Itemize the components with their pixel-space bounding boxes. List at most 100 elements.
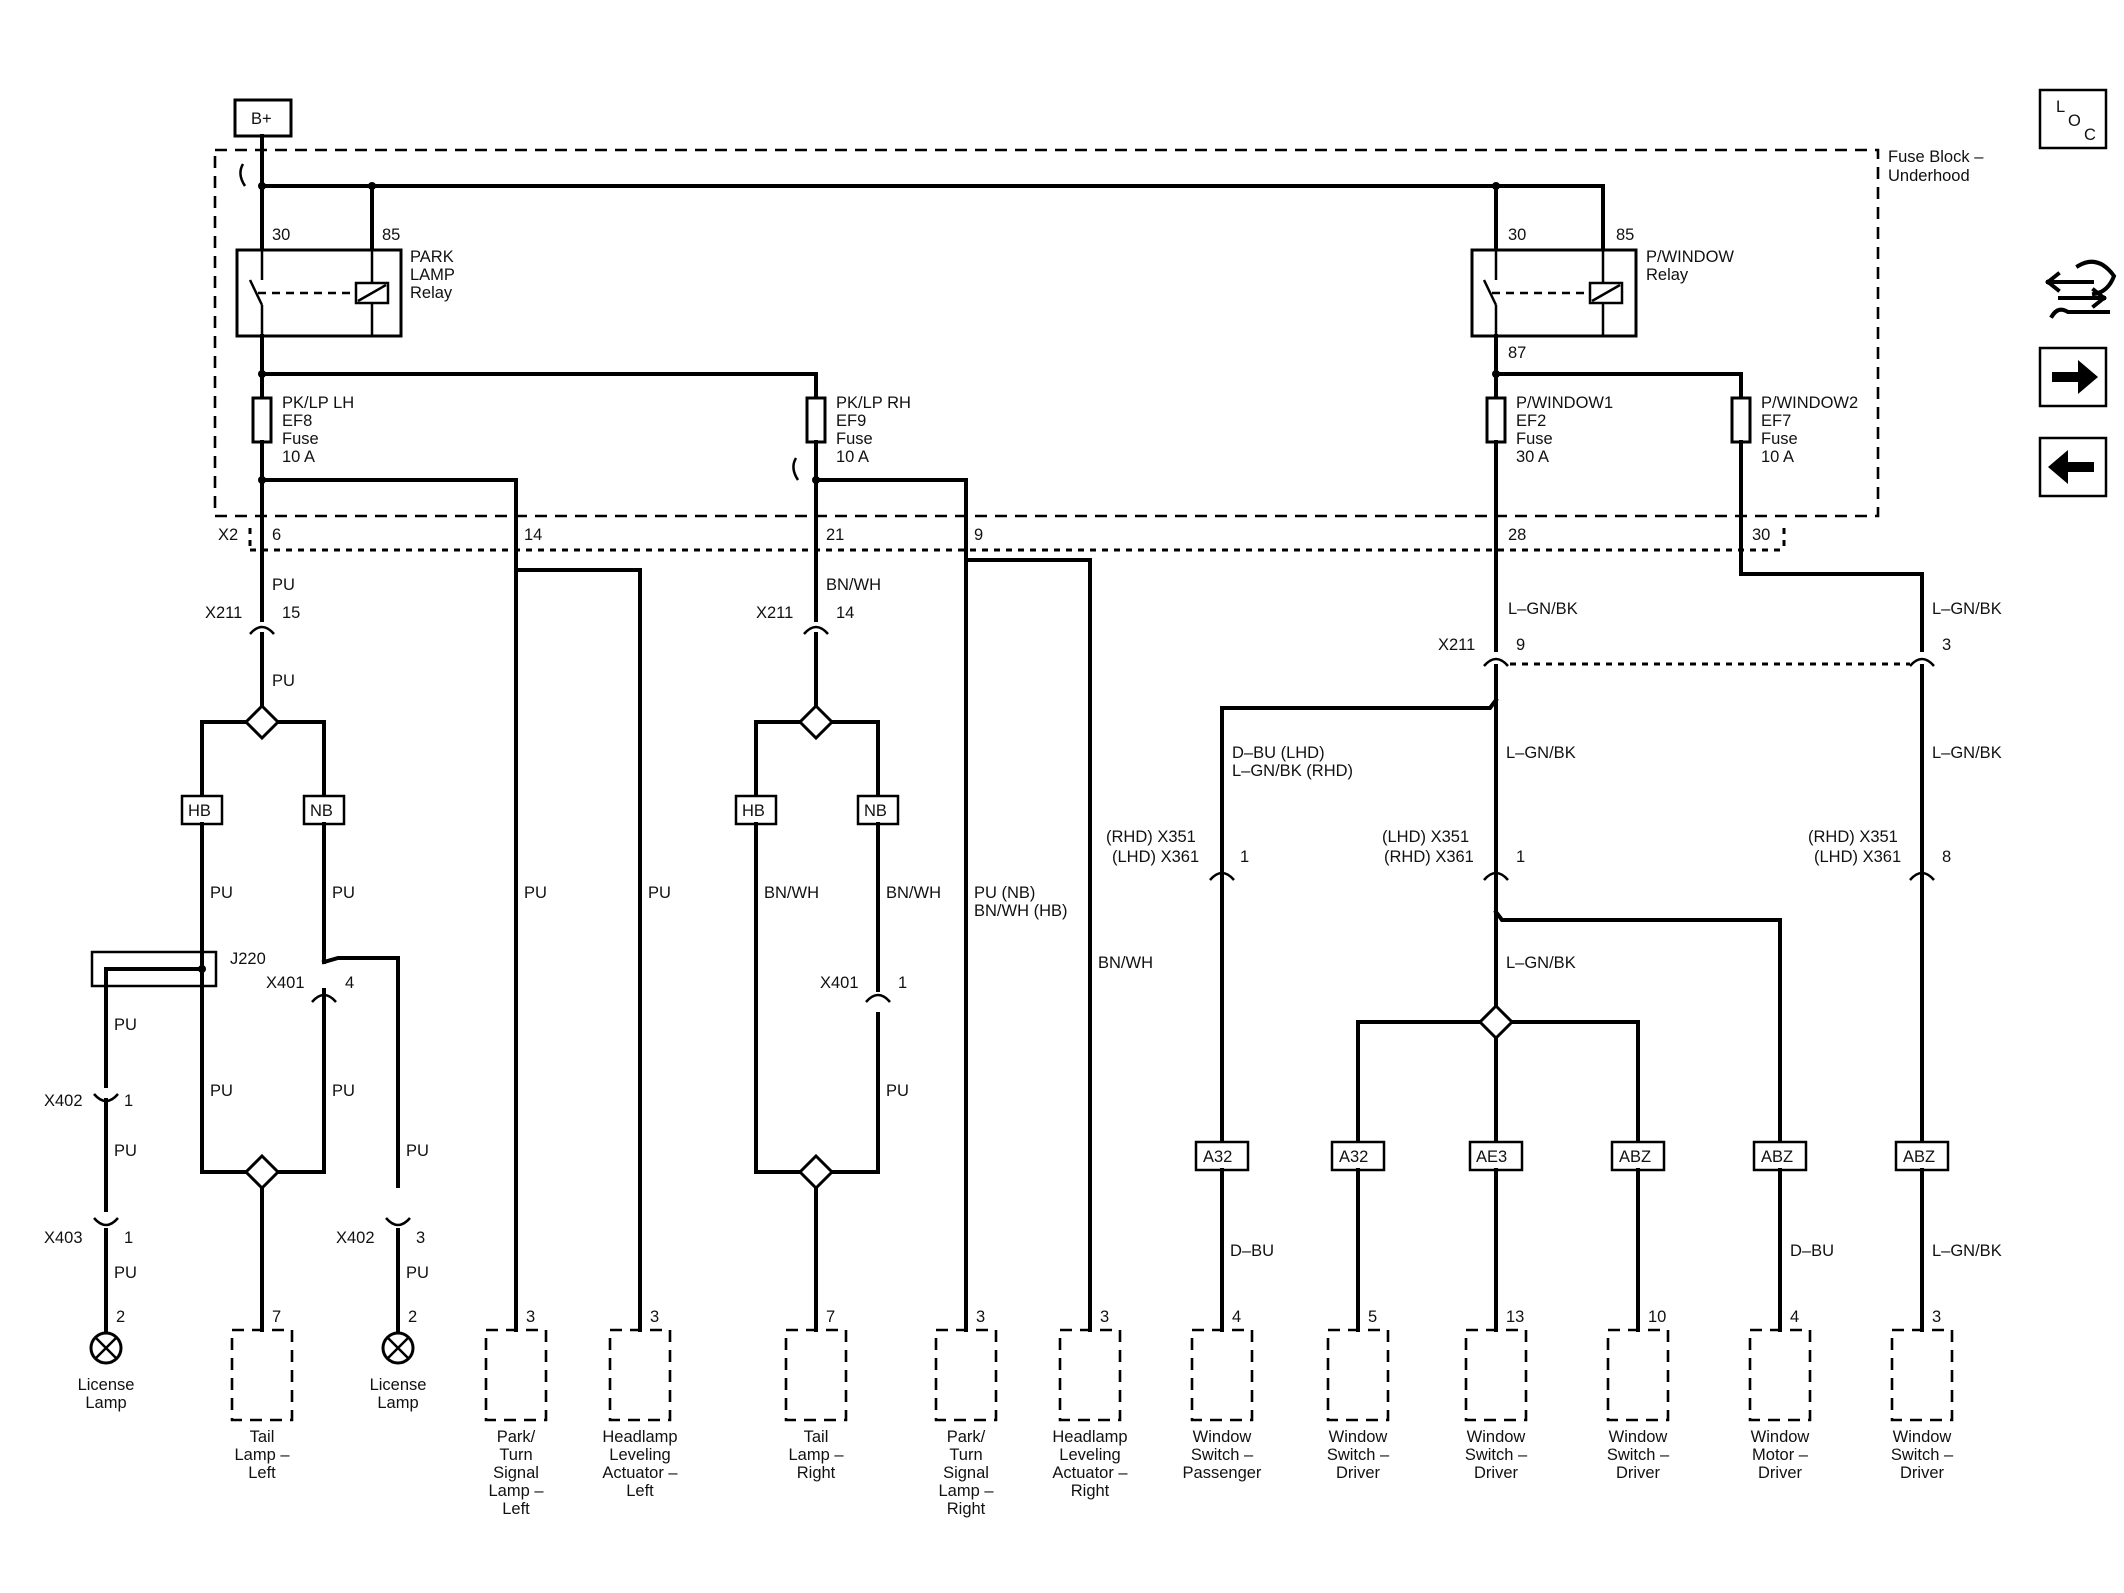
pw-relay-coil-slash (1591, 250, 1621, 336)
arrow-right-icon[interactable] (2038, 346, 2108, 408)
wire-pu-1: PU (272, 576, 295, 594)
pw-out-node (1492, 370, 1500, 378)
component-box (1058, 1328, 1122, 1422)
wire-pu-2: PU (272, 672, 295, 690)
component-box (1326, 1328, 1390, 1422)
x402-left-name: X402 (44, 1092, 83, 1110)
tools-icon[interactable] (2045, 259, 2117, 319)
arrow-right-frame (2038, 346, 2108, 408)
x401-left-name: X401 (266, 974, 305, 992)
wire-lgnbk-4: L–GN/BK (1932, 744, 2002, 762)
mid-tail-splice (797, 1153, 835, 1191)
pw-splice-branches (1356, 1020, 1640, 1152)
opt-ae3-text: AE3 (1476, 1148, 1507, 1166)
pw-out (1494, 334, 1743, 400)
x351-lhd-b: (LHD) X351 (1382, 828, 1469, 846)
x2-pin-14: 14 (524, 526, 542, 544)
wire-pu-4: PU (332, 884, 355, 902)
opt-a32-1-text: A32 (1203, 1148, 1232, 1166)
x402-right-conn (385, 1217, 411, 1227)
component-pin: 7 (826, 1308, 835, 1326)
park-relay-coil-slash (357, 250, 387, 336)
fuse-block-outline (213, 148, 1880, 518)
mid-split (754, 720, 880, 798)
wire-lgnbk-rhd: L–GN/BK (RHD) (1232, 762, 1353, 780)
wire-pu-14: PU (886, 1082, 909, 1100)
wire-dbu-2: D–BU (1790, 1242, 1834, 1260)
loc-icon-c: C (2084, 126, 2096, 144)
opt-abz-1-text: ABZ (1619, 1148, 1651, 1166)
wire-pu-12: PU (524, 884, 547, 902)
hb-left-wire (200, 822, 326, 1174)
x211-mid-conn (803, 625, 829, 635)
x351-conns (1209, 871, 1935, 881)
wire-bnwh-hb: BN/WH (HB) (974, 902, 1068, 920)
arrow-left-frame (2038, 436, 2108, 498)
ef9-hop (792, 457, 800, 481)
wire-pu-7: PU (210, 1082, 233, 1100)
park-relay-pin-ctrl: 85 (382, 226, 400, 244)
pw-main (1220, 664, 1499, 882)
opt-abz-1 (1610, 1140, 1666, 1172)
x401-left-pin: 4 (345, 974, 354, 992)
x403-pin: 1 (124, 1229, 133, 1247)
component-pin: 3 (1100, 1308, 1109, 1326)
wire-dbu-lhd: D–BU (LHD) (1232, 744, 1325, 762)
pw-splice (1477, 1003, 1515, 1041)
x211-left-conn (249, 625, 275, 635)
wire-pu-11: PU (406, 1264, 429, 1282)
x402-right-pin: 3 (416, 1229, 425, 1247)
component-pin: 2 (116, 1308, 125, 1326)
wire-lgnbk-3: L–GN/BK (1506, 744, 1576, 762)
x211-mid-name: X211 (756, 604, 793, 622)
wire-dbu-1: D–BU (1230, 1242, 1274, 1260)
pw-relay-coil (1588, 281, 1624, 305)
wire-pu-6: PU (332, 1082, 355, 1100)
lamp-bulb-cross (95, 1337, 117, 1359)
pw-lower (1220, 878, 1924, 1152)
park-relay-switch (248, 250, 264, 336)
ef8-node (258, 476, 266, 484)
component-pin: 5 (1368, 1308, 1377, 1326)
arrow-left-icon[interactable] (2038, 436, 2108, 498)
component-pin: 4 (1790, 1308, 1799, 1326)
tools-icon-plug (2075, 259, 2117, 297)
x403-conn (93, 1217, 119, 1227)
pw-relay-switch (1482, 250, 1498, 336)
pw-relay-pin-out: 87 (1508, 344, 1526, 362)
x211-mid-pin: 14 (836, 604, 854, 622)
fuse-ef7 (1730, 396, 1752, 444)
pw-drops (1220, 1168, 1924, 1332)
x402-left-pin: 1 (124, 1092, 133, 1110)
opt-nb-mid (856, 794, 900, 826)
x402-right-name: X402 (336, 1229, 375, 1247)
x361-lhd-c: (LHD) X361 (1814, 848, 1901, 866)
tools-icon-wrench (2049, 307, 2110, 319)
wire-bnwh-2: BN/WH (764, 884, 819, 902)
feed-bus (260, 184, 1605, 252)
opt-abz-2-text: ABZ (1761, 1148, 1793, 1166)
opt-a32-1 (1194, 1140, 1250, 1172)
x2-pin-9: 9 (974, 526, 983, 544)
x361-lhd-a: (LHD) X361 (1112, 848, 1199, 866)
wire-pu-10: PU (406, 1142, 429, 1160)
component-pin: 4 (1232, 1308, 1241, 1326)
wire-pu-3: PU (210, 884, 233, 902)
battery-label: B+ (251, 110, 272, 128)
ef9-node (812, 476, 820, 484)
component-pin: 3 (650, 1308, 659, 1326)
component-pin: 3 (976, 1308, 985, 1326)
left-tail-splice (243, 1153, 281, 1191)
x2-pin-6: 6 (272, 526, 281, 544)
loc-icon[interactable] (2038, 88, 2108, 150)
wire-lgnbk-2: L–GN/BK (1932, 600, 2002, 618)
